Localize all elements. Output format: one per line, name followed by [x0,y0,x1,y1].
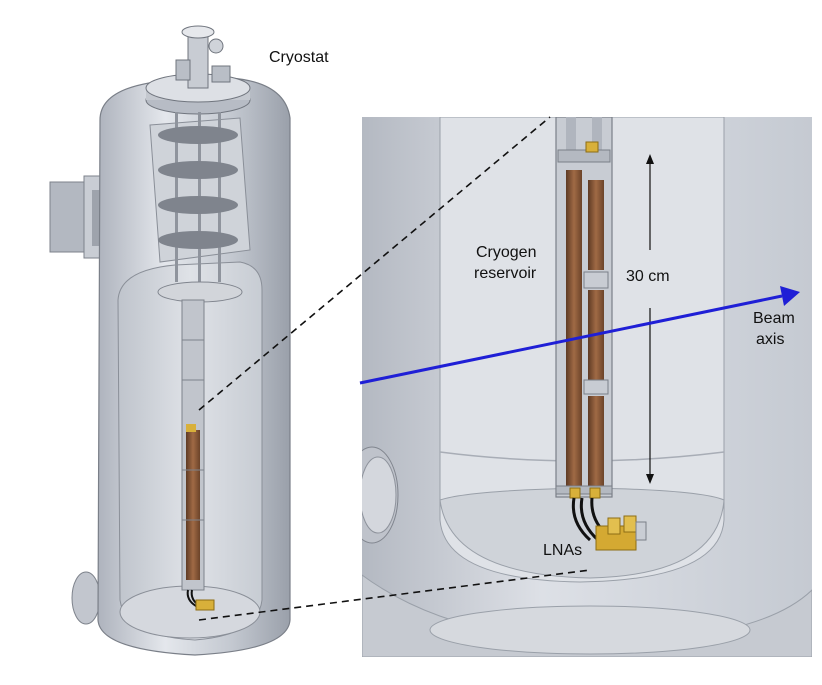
zoom-leader-bottom [198,569,591,621]
cryostat-overview [49,25,291,656]
label-length: 30 cm [626,268,670,285]
length-dimension-arrow [646,154,654,484]
label-axis: axis [756,331,785,348]
label-beam: Beam [753,310,795,327]
side-port [71,571,101,625]
side-bracket [49,175,107,259]
beam-axis-arrow [359,286,800,385]
label-cryogen: Cryogen [476,244,537,261]
cryogen-reservoir-small [181,299,205,591]
label-reservoir: reservoir [474,265,537,282]
radiation-shields [157,112,243,303]
zoom-leader-top [198,116,551,411]
lnas-small [186,589,215,611]
bottom-bowl [119,585,261,639]
top-flange [145,25,251,115]
label-cryostat: Cryostat [269,49,329,66]
label-lnas: LNAs [543,542,583,559]
zoom-side-port [362,446,399,544]
lna-amplifiers [571,497,647,551]
cryogen-reservoir [555,117,613,499]
zoom-panel [362,117,812,657]
